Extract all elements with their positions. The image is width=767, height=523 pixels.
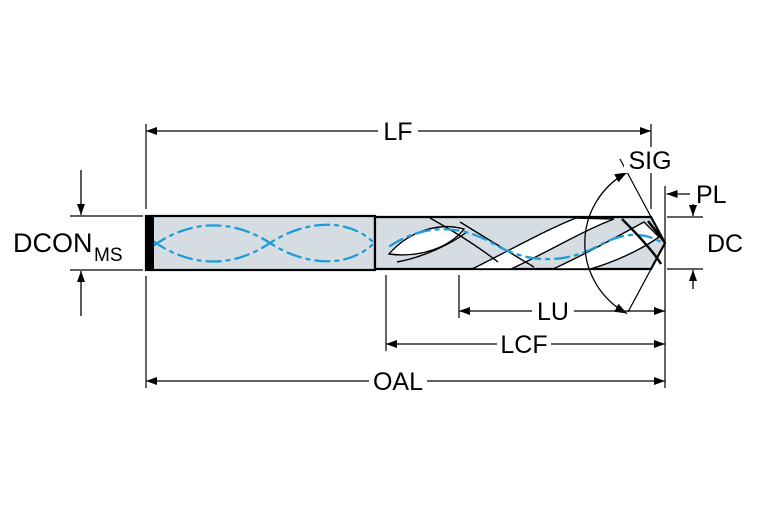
label-mask bbox=[532, 298, 574, 324]
helix-line bbox=[429, 217, 499, 263]
label-lf: LF bbox=[383, 118, 412, 146]
point-angle-arc-arrow-top bbox=[614, 172, 627, 183]
label-dcon-subscript: MS bbox=[94, 245, 123, 266]
flute-groove bbox=[552, 221, 661, 270]
label-dcon: DCON bbox=[13, 228, 93, 258]
label-masks bbox=[369, 118, 675, 394]
helix-line bbox=[459, 221, 535, 268]
label-pl: PL bbox=[696, 181, 727, 209]
label-mask bbox=[624, 147, 675, 173]
coolant-channel-centerline bbox=[151, 223, 374, 263]
point-angle-arc-arrow-bottom bbox=[614, 303, 627, 314]
cutting-edge bbox=[621, 218, 663, 265]
point-angle-arc bbox=[584, 171, 628, 315]
shank-end-cap bbox=[146, 216, 154, 270]
label-mask bbox=[369, 368, 427, 394]
coolant-channel-centerline bbox=[388, 228, 663, 261]
flute-runout-edge bbox=[396, 231, 468, 263]
label-lu: LU bbox=[537, 298, 569, 326]
label-mask bbox=[497, 331, 551, 357]
point-angle-dimension bbox=[584, 158, 666, 315]
label-dc: DC bbox=[707, 230, 743, 258]
label-lcf: LCF bbox=[500, 331, 547, 359]
dimension-labels: LF OAL LCF LU SIG PL DC DCON MS bbox=[13, 118, 743, 396]
drill-shank bbox=[144, 214, 377, 272]
label-oal: OAL bbox=[373, 368, 423, 396]
label-sig: SIG bbox=[628, 147, 671, 175]
point-angle-flank-line-lower bbox=[627, 242, 666, 313]
drill bbox=[144, 214, 667, 272]
label-mask bbox=[378, 118, 418, 144]
